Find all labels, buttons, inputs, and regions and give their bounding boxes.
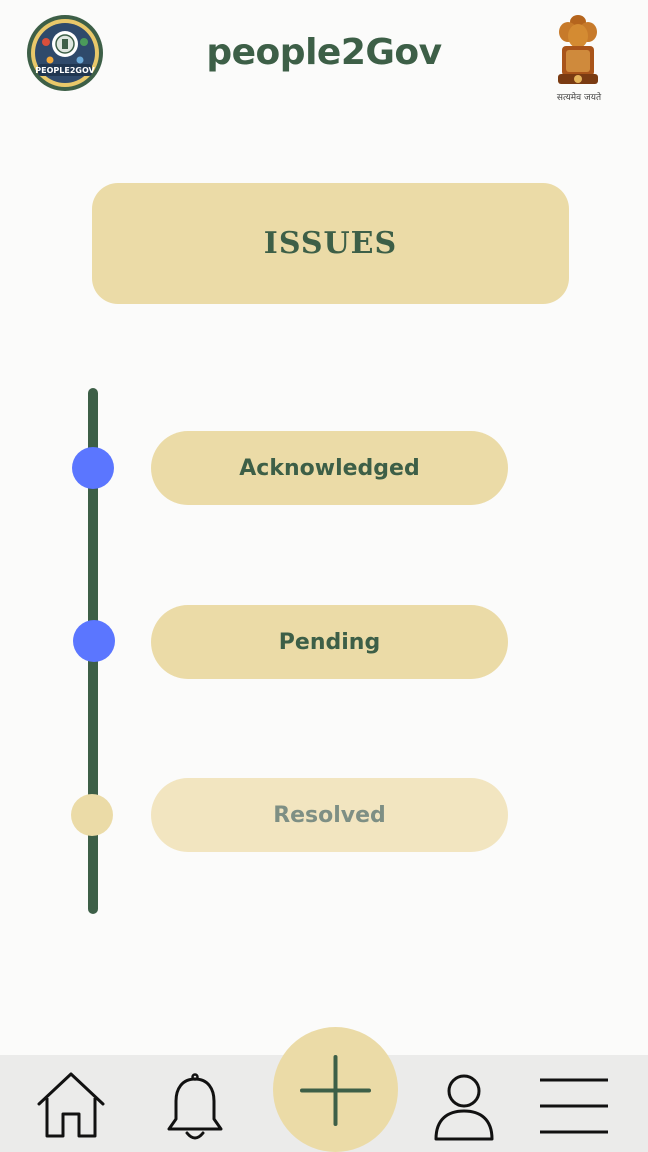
status-label: Acknowledged (239, 455, 420, 481)
home-icon[interactable] (35, 1070, 107, 1140)
app-title: people2Gov (206, 32, 442, 73)
app-header: PEOPLE2GOV people2Gov सत्यमेव जयते (0, 0, 648, 110)
emblem-caption: सत्यमेव जयते (556, 93, 602, 103)
timeline-dot-acknowledged (72, 447, 114, 489)
state-emblem-icon (558, 15, 598, 84)
add-issue-button[interactable] (273, 1027, 398, 1152)
status-pending-button[interactable]: Pending (151, 605, 508, 679)
menu-icon[interactable] (538, 1075, 610, 1137)
issues-heading: ISSUES (263, 226, 398, 261)
status-resolved-button[interactable]: Resolved (151, 778, 508, 852)
plus-icon (300, 1055, 371, 1126)
status-acknowledged-button[interactable]: Acknowledged (151, 431, 508, 505)
timeline-dot-resolved (71, 794, 113, 836)
bell-icon[interactable] (164, 1073, 226, 1145)
people2gov-logo[interactable]: PEOPLE2GOV (26, 14, 104, 92)
logo-text: PEOPLE2GOV (35, 66, 95, 75)
issues-banner: ISSUES (92, 183, 569, 304)
status-label: Resolved (273, 802, 386, 828)
timeline-dot-pending (73, 620, 115, 662)
status-label: Pending (278, 629, 381, 655)
user-icon[interactable] (432, 1071, 496, 1143)
